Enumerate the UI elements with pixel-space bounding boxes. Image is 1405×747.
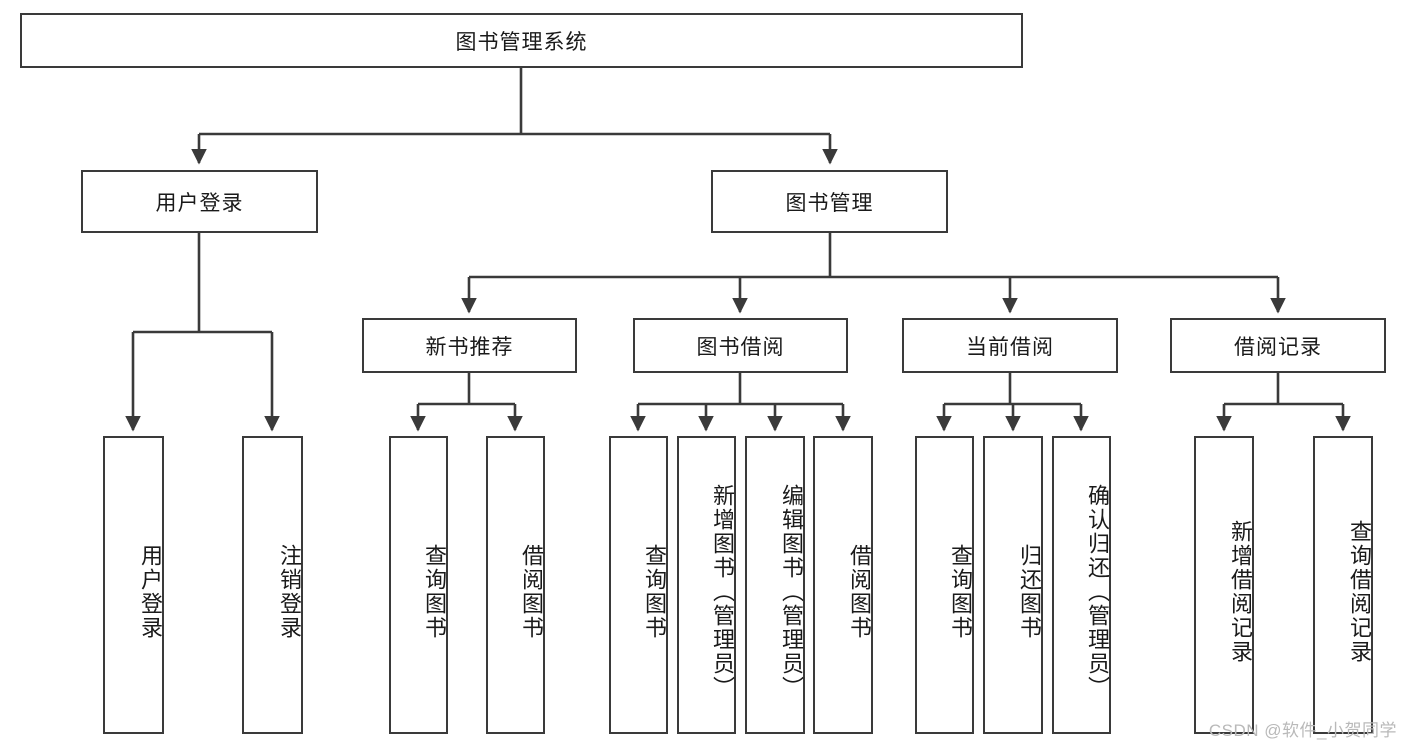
leaf-query-borrow-record[interactable]: 查询借阅记录 (1313, 436, 1373, 734)
leaf-query-borrow-record-label: 查询借阅记录 (1347, 520, 1372, 664)
leaf-return-book[interactable]: 归还图书 (983, 436, 1043, 734)
leaf-confirm-return-admin-label: 确认归还（管理员） (1085, 484, 1110, 700)
leaf-add-book-admin[interactable]: 新增图书（管理员） (677, 436, 736, 734)
leaf-confirm-return-admin[interactable]: 确认归还（管理员） (1052, 436, 1111, 734)
leaf-add-borrow-record[interactable]: 新增借阅记录 (1194, 436, 1254, 734)
leaf-query-book-recommend[interactable]: 查询图书 (389, 436, 448, 734)
leaf-return-book-label: 归还图书 (1017, 544, 1042, 640)
node-borrow-record[interactable]: 借阅记录 (1170, 318, 1386, 373)
node-book-borrow-label: 图书借阅 (696, 335, 785, 359)
leaf-add-book-admin-label: 新增图书（管理员） (710, 484, 735, 700)
node-book-borrow[interactable]: 图书借阅 (633, 318, 848, 373)
watermark-text: CSDN @软件_小贺同学 (1208, 721, 1397, 740)
node-current-borrow-label: 当前借阅 (966, 335, 1054, 359)
leaf-user-login-label: 用户登录 (138, 544, 163, 640)
node-book-management[interactable]: 图书管理 (711, 170, 948, 233)
node-current-borrow[interactable]: 当前借阅 (902, 318, 1118, 373)
leaf-edit-book-admin-label: 编辑图书（管理员） (779, 484, 804, 700)
leaf-borrow-book-recommend[interactable]: 借阅图书 (486, 436, 545, 734)
leaf-query-book-current[interactable]: 查询图书 (915, 436, 974, 734)
leaf-user-login[interactable]: 用户登录 (103, 436, 164, 734)
node-borrow-record-label: 借阅记录 (1234, 335, 1322, 359)
leaf-borrow-book-recommend-label: 借阅图书 (519, 544, 544, 640)
leaf-borrow-book[interactable]: 借阅图书 (813, 436, 873, 734)
node-root[interactable]: 图书管理系统 (20, 13, 1023, 68)
node-new-book-recommend[interactable]: 新书推荐 (362, 318, 577, 373)
leaf-edit-book-admin[interactable]: 编辑图书（管理员） (745, 436, 805, 734)
leaf-logout-label: 注销登录 (277, 544, 302, 640)
leaf-query-book-recommend-label: 查询图书 (422, 544, 447, 640)
node-new-book-recommend-label: 新书推荐 (425, 335, 514, 359)
leaf-add-borrow-record-label: 新增借阅记录 (1228, 520, 1253, 664)
leaf-query-book-borrow-label: 查询图书 (642, 544, 667, 640)
leaf-borrow-book-label: 借阅图书 (847, 544, 872, 640)
leaf-query-book-current-label: 查询图书 (948, 544, 973, 640)
node-user-login-label: 用户登录 (155, 191, 244, 215)
node-user-login[interactable]: 用户登录 (81, 170, 318, 233)
leaf-query-book-borrow[interactable]: 查询图书 (609, 436, 668, 734)
node-book-management-label: 图书管理 (785, 191, 874, 215)
leaf-logout[interactable]: 注销登录 (242, 436, 303, 734)
node-root-label: 图书管理系统 (455, 30, 588, 54)
